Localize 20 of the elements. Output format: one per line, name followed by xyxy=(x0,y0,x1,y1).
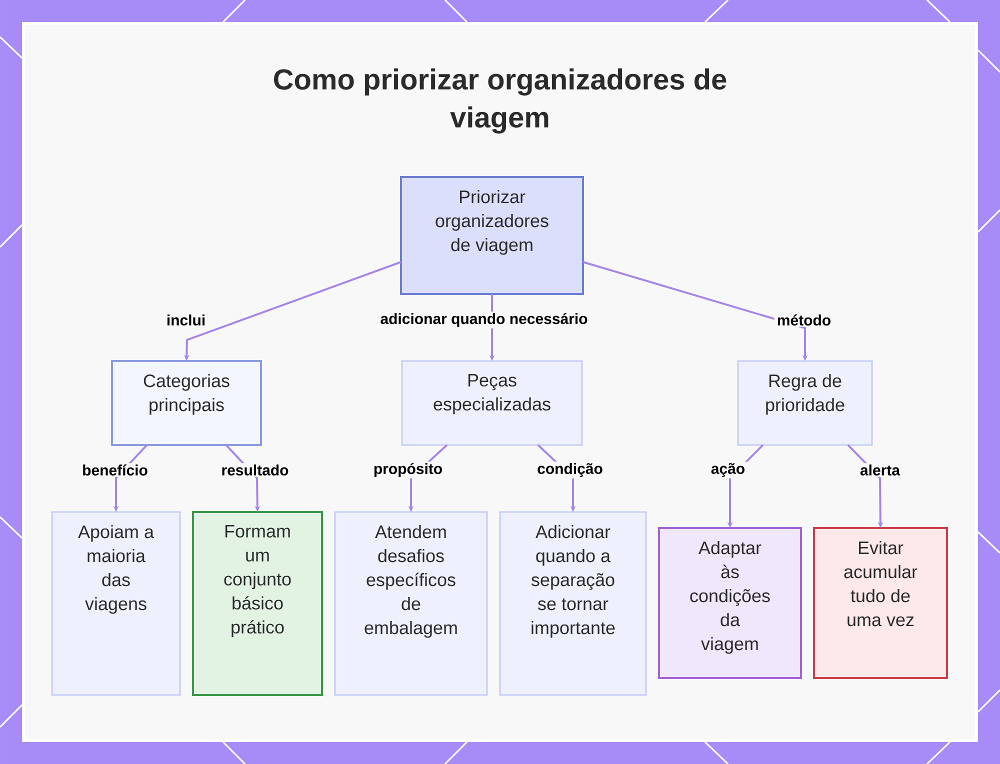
concept-box: Priorizar organizadores de viagem xyxy=(400,176,584,295)
edge-label: alerta xyxy=(857,463,903,477)
edge-label: propósito xyxy=(370,462,446,478)
concept-box: Adaptar às condições da viagem xyxy=(658,527,802,679)
title: Como priorizar organizadores de viagem xyxy=(274,68,726,134)
edge-label: condição xyxy=(534,462,606,478)
concept-box: Adicionar quando a separação se tornar importante xyxy=(499,511,647,696)
concept-box: Categorias principais xyxy=(111,360,262,446)
concept-box: Peças especializadas xyxy=(401,360,583,446)
concept-box: Atendem desafios específicos de embalagem xyxy=(334,511,488,696)
concept-box: Apoiam a maioria das viagens xyxy=(51,511,181,696)
edge-label: método xyxy=(774,313,834,327)
edge-label: resultado xyxy=(218,463,292,477)
edge-label: benefício xyxy=(79,463,151,477)
concept-box: Formam um conjunto básico prático xyxy=(192,511,323,696)
edge-label: inclui xyxy=(164,313,208,327)
concept-box: Evitar acumular tudo de uma vez xyxy=(813,527,948,679)
concept-box: Regra de prioridade xyxy=(737,360,873,446)
edge-label: ação xyxy=(708,462,748,478)
edge-label: adicionar quando necessário xyxy=(378,312,590,328)
